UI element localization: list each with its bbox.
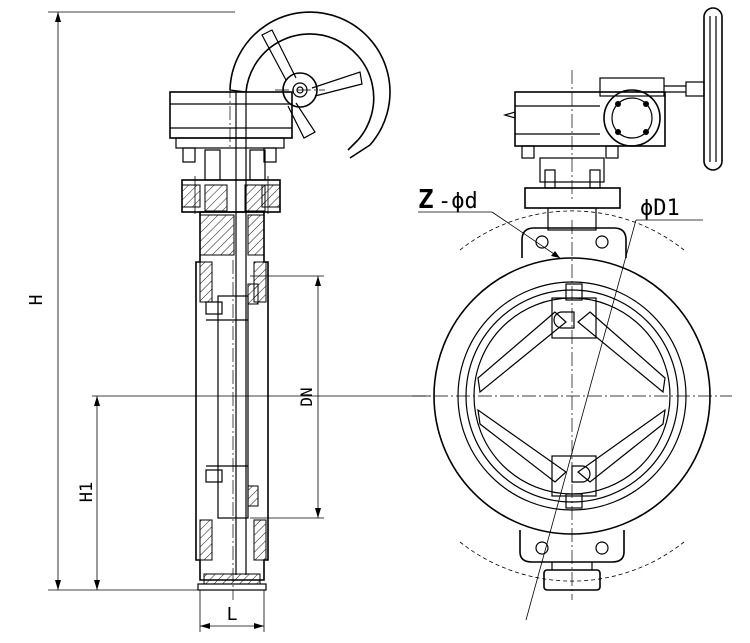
dim-label-L: L bbox=[227, 604, 238, 625]
side-bracket bbox=[181, 92, 281, 295]
front-handwheel bbox=[664, 7, 723, 171]
dim-label-H1: H1 bbox=[77, 482, 97, 502]
side-body bbox=[195, 211, 269, 600]
side-view: H H1 DN L bbox=[26, 11, 430, 632]
front-gearbox bbox=[502, 70, 666, 200]
front-disc bbox=[477, 283, 666, 509]
front-neck bbox=[524, 157, 621, 231]
dim-label-H: H bbox=[26, 295, 47, 306]
side-handwheel bbox=[229, 11, 391, 159]
front-callouts bbox=[418, 211, 703, 621]
front-view: Z -ϕd ϕD1 bbox=[412, 7, 732, 621]
dim-label-DN: DN bbox=[297, 387, 316, 406]
callout-bolt-circle: ϕD1 bbox=[640, 196, 680, 221]
side-dimensions bbox=[48, 11, 430, 632]
front-body bbox=[412, 210, 732, 600]
callout-bolt-count: Z bbox=[418, 185, 434, 215]
callout-bolt-hole: -ϕd bbox=[438, 189, 478, 214]
side-gearbox bbox=[169, 84, 293, 163]
